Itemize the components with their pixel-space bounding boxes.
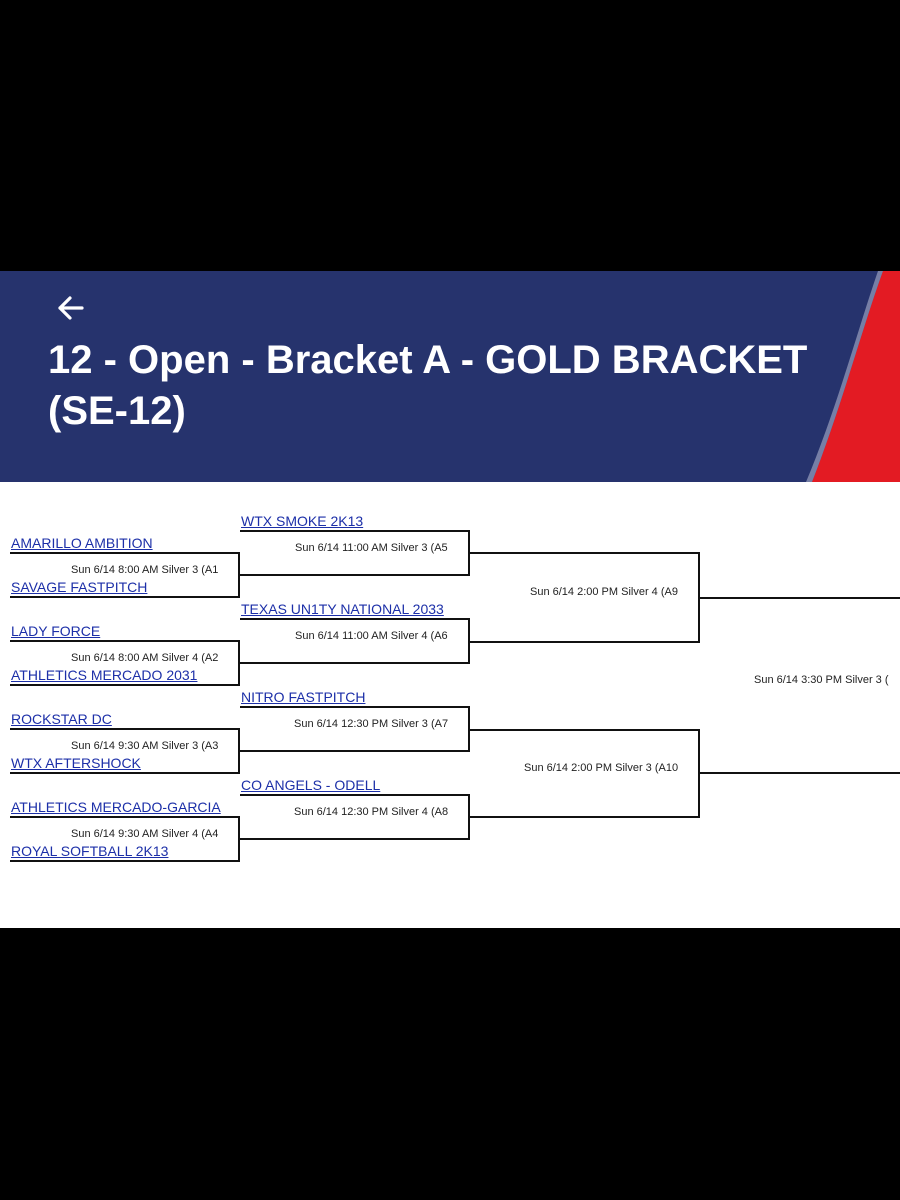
team-wtx-smoke-2k13[interactable]: WTX SMOKE 2K13 [241,513,364,529]
team-savage-fastpitch[interactable]: SAVAGE FASTPITCH [11,579,148,595]
header-swoosh-decoration [806,271,900,482]
team-athletics-mercado-2031[interactable]: ATHLETICS MERCADO 2031 [11,667,198,683]
game-a10: Sun 6/14 2:00 PM Silver 3 (A10 [524,762,679,774]
team-athletics-mercado-garcia[interactable]: ATHLETICS MERCADO-GARCIA [11,799,221,815]
page-title: 12 - Open - Bracket A - GOLD BRACKET (SE… [48,338,808,433]
game-a5: Sun 6/14 11:00 AM Silver 3 (A5 [295,542,448,554]
team-nitro-fastpitch[interactable]: NITRO FASTPITCH [241,689,366,705]
game-a3: Sun 6/14 9:30 AM Silver 3 (A3 [71,740,219,752]
game-a9: Sun 6/14 2:00 PM Silver 4 (A9 [530,586,678,598]
team-lady-force[interactable]: LADY FORCE [11,623,101,639]
team-amarillo-ambition[interactable]: AMARILLO AMBITION [11,535,153,551]
game-a8: Sun 6/14 12:30 PM Silver 4 (A8 [294,806,449,818]
team-co-angels-odell[interactable]: CO ANGELS - ODELL [241,777,381,793]
team-royal-softball-2k13[interactable]: ROYAL SOFTBALL 2K13 [11,843,169,859]
bracket-lines [10,530,900,862]
back-button[interactable] [54,293,90,323]
game-a6: Sun 6/14 11:00 AM Silver 4 (A6 [295,630,448,642]
game-a2: Sun 6/14 8:00 AM Silver 4 (A2 [71,652,219,664]
game-a4: Sun 6/14 9:30 AM Silver 4 (A4 [71,828,219,840]
team-rockstar-dc[interactable]: ROCKSTAR DC [11,711,112,727]
page-header: 12 - Open - Bracket A - GOLD BRACKET (SE… [0,271,900,482]
arrow-left-icon [58,296,84,320]
team-texas-un1ty-national-2033[interactable]: TEXAS UN1TY NATIONAL 2033 [241,601,444,617]
game-a7: Sun 6/14 12:30 PM Silver 3 (A7 [294,718,449,730]
bracket-area: AMARILLO AMBITION SAVAGE FASTPITCH LADY … [0,482,900,928]
game-a11: Sun 6/14 3:30 PM Silver 3 ( [754,674,889,686]
game-a1: Sun 6/14 8:00 AM Silver 3 (A1 [71,564,219,576]
team-wtx-aftershock[interactable]: WTX AFTERSHOCK [11,755,141,771]
